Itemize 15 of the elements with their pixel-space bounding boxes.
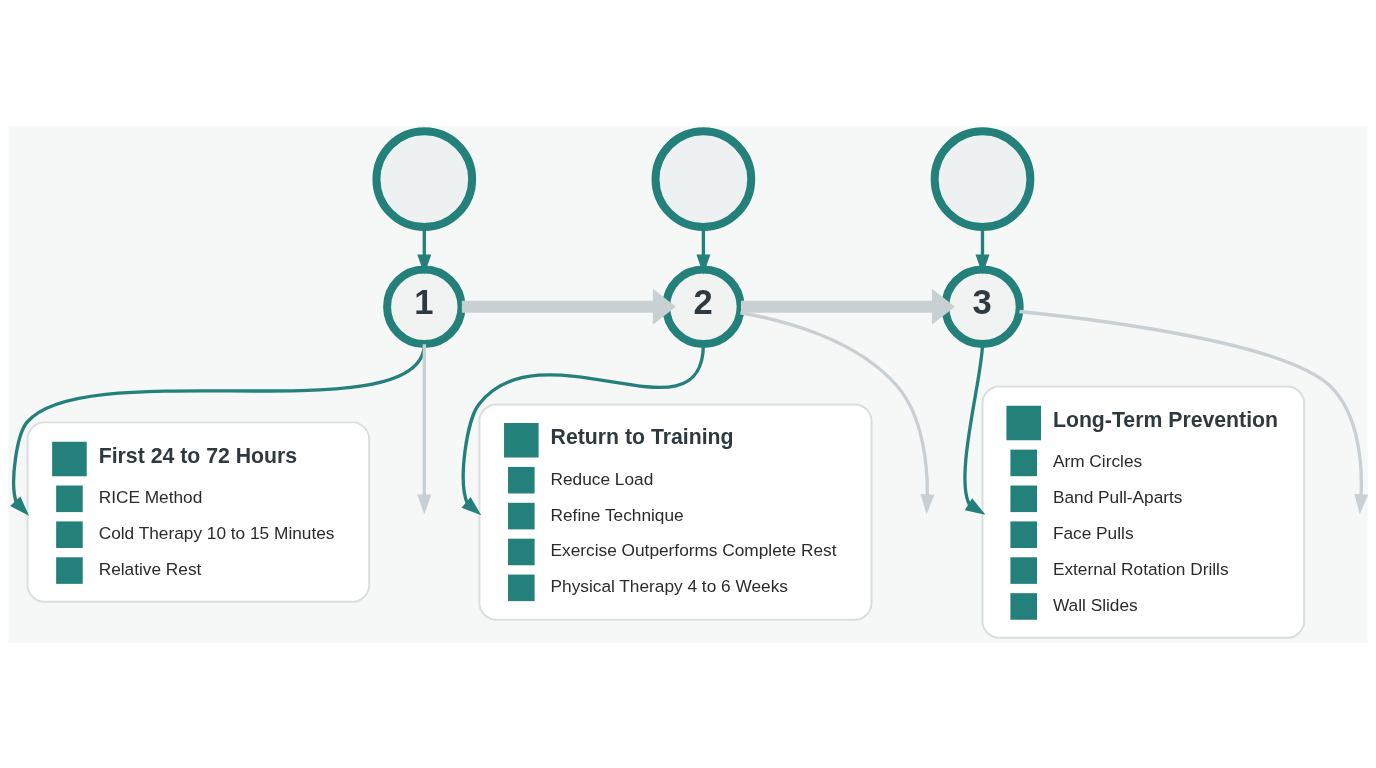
arrow <box>1019 309 1368 514</box>
node-circle <box>372 126 477 231</box>
node-circle: 1 <box>383 265 466 348</box>
arrow <box>461 288 676 325</box>
node-circle <box>930 126 1035 231</box>
arrow <box>417 343 432 515</box>
arrow <box>741 288 955 325</box>
node-circle: 3 <box>941 265 1024 348</box>
node-box: Long-Term Prevention Arm Circles Band Pull-Aparts Face Pulls External Rotation Drills Wall Slides <box>981 385 1306 639</box>
node-box: First 24 to 72 Hours RICE Method Cold Therapy 10 to 15 Minutes Relative Rest <box>26 420 371 603</box>
node-circle: 2 <box>662 265 745 348</box>
node-box: Return to Training Reduce Load Refine Technique Exercise Outperforms Complete Rest Physical Therapy 4 to 6 Weeks <box>478 402 873 621</box>
arrow <box>10 342 426 516</box>
node-circle <box>651 126 756 231</box>
arrow <box>740 310 935 514</box>
